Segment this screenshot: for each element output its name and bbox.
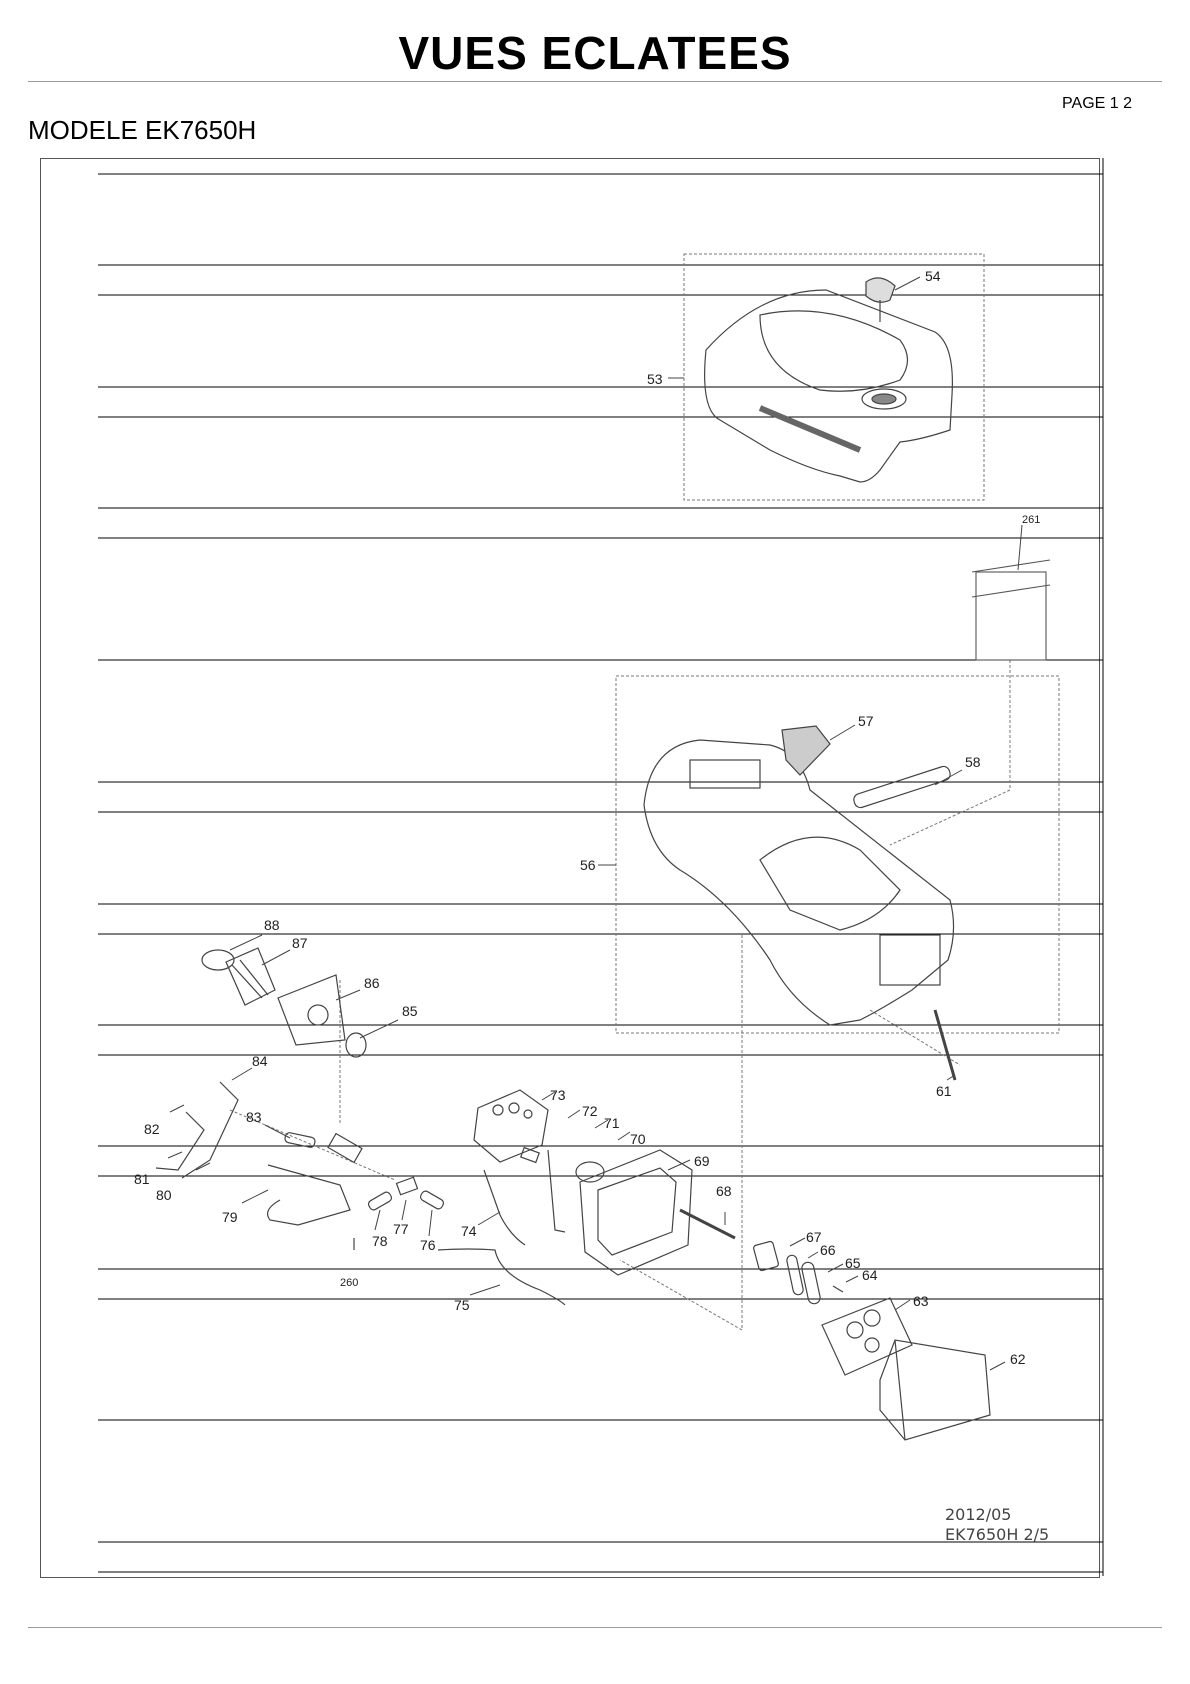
part-label-88: 88 bbox=[264, 917, 280, 933]
part-label-79: 79 bbox=[222, 1209, 238, 1225]
part-label-56: 56 bbox=[580, 857, 596, 873]
leader-261 bbox=[889, 660, 1011, 846]
part-label-68: 68 bbox=[716, 1183, 732, 1199]
part-label-72: 72 bbox=[582, 1103, 598, 1119]
top-cover-part bbox=[704, 277, 953, 483]
part-label-77: 77 bbox=[393, 1221, 409, 1237]
part-label-260: 260 bbox=[340, 1277, 358, 1289]
stamp-date: 2012/05 bbox=[945, 1505, 1011, 1524]
part-261 bbox=[971, 559, 1051, 661]
part-label-86: 86 bbox=[364, 975, 380, 991]
hose-and-rod-parts bbox=[155, 1081, 566, 1306]
page-title: VUES ECLATEES bbox=[398, 27, 792, 79]
part-label-73: 73 bbox=[550, 1087, 566, 1103]
page-number: PAGE 1 2 bbox=[1062, 95, 1132, 112]
footer-divider bbox=[28, 1627, 1162, 1628]
part-label-87: 87 bbox=[292, 935, 308, 951]
part-label-54: 54 bbox=[925, 268, 941, 284]
label-leaders bbox=[167, 276, 1023, 1371]
part-label-66: 66 bbox=[820, 1242, 836, 1258]
part-label-75: 75 bbox=[454, 1297, 470, 1313]
header-divider bbox=[28, 81, 1162, 82]
part-label-76: 76 bbox=[420, 1237, 436, 1253]
part-label-83: 83 bbox=[246, 1109, 262, 1125]
form-rule-lines bbox=[98, 158, 1104, 1576]
part-label-82: 82 bbox=[144, 1121, 160, 1137]
part-label-71: 71 bbox=[604, 1115, 620, 1131]
part-label-69: 69 bbox=[694, 1153, 710, 1169]
part-label-85: 85 bbox=[402, 1003, 418, 1019]
model-label: MODELE EK7650H bbox=[28, 115, 257, 145]
part-label-261: 261 bbox=[1022, 514, 1040, 526]
part-label-64: 64 bbox=[862, 1267, 878, 1283]
intake-parts bbox=[201, 947, 367, 1058]
part-label-65: 65 bbox=[845, 1255, 861, 1271]
part-label-80: 80 bbox=[156, 1187, 172, 1203]
part-label-57: 57 bbox=[858, 713, 874, 729]
part-label-81: 81 bbox=[134, 1171, 150, 1187]
part-label-67: 67 bbox=[806, 1229, 822, 1245]
diagram-frame bbox=[40, 158, 1100, 1578]
part-label-58: 58 bbox=[965, 754, 981, 770]
part-label-74: 74 bbox=[461, 1223, 477, 1239]
part-label-61: 61 bbox=[936, 1083, 952, 1099]
part-label-53: 53 bbox=[647, 371, 663, 387]
part-label-84: 84 bbox=[252, 1053, 268, 1069]
air-box-part bbox=[643, 725, 955, 1026]
part-label-78: 78 bbox=[372, 1233, 388, 1249]
top-cover-group-box bbox=[683, 253, 985, 501]
part-number-labels: 54 53 261 57 58 56 88 87 86 85 84 82 83 … bbox=[134, 268, 1040, 1367]
part-label-62: 62 bbox=[1010, 1351, 1026, 1367]
leader-61 bbox=[869, 1009, 961, 1066]
leader-carb bbox=[619, 935, 743, 1331]
drawing-stamp: 2012/05 EK7650H 2/5 bbox=[945, 1505, 1049, 1544]
air-box-group-box bbox=[615, 675, 1060, 1034]
part-label-63: 63 bbox=[913, 1293, 929, 1309]
air-filter-parts bbox=[753, 1009, 991, 1441]
air-box-base-part bbox=[579, 1149, 736, 1276]
part-label-70: 70 bbox=[630, 1131, 646, 1147]
stamp-reference: EK7650H 2/5 bbox=[945, 1525, 1049, 1544]
